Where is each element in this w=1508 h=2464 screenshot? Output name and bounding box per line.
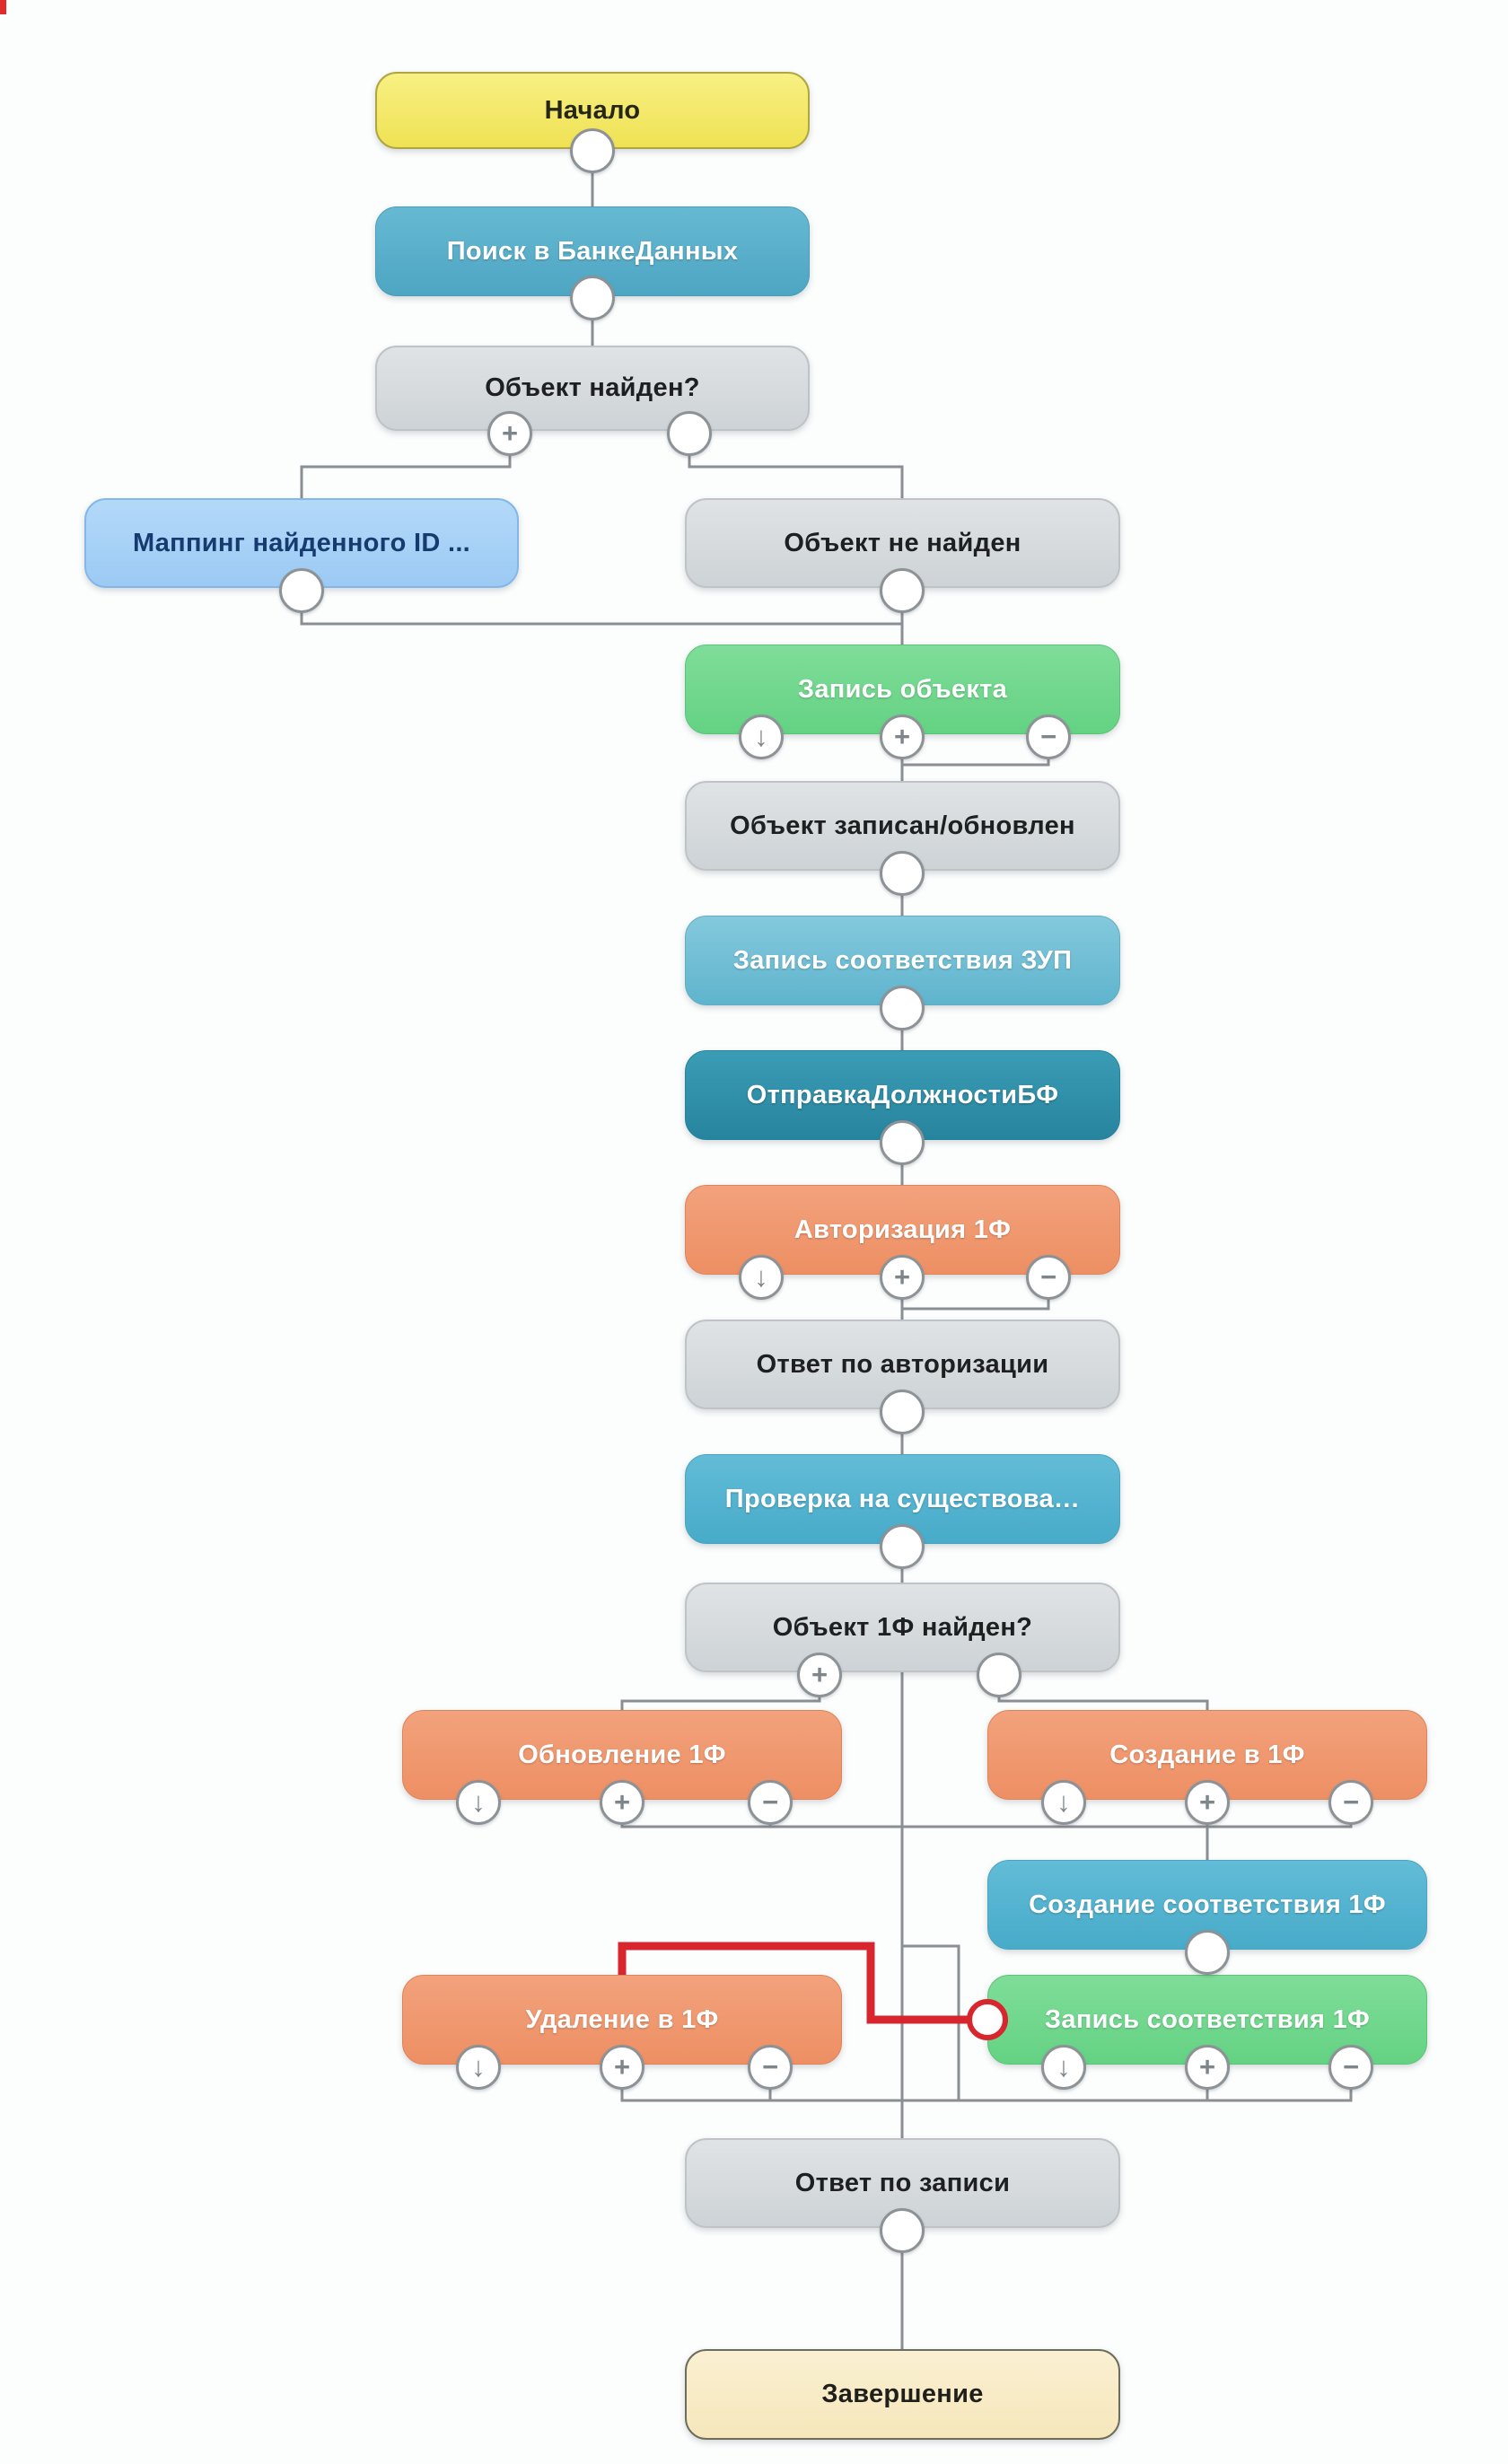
port-else-object-1f-found[interactable] — [977, 1653, 1021, 1697]
port-next-delete-1f[interactable]: ↓ — [456, 2045, 501, 2090]
port-out-create-match-1f[interactable] — [1185, 1930, 1230, 1975]
minus-icon: − — [1039, 720, 1057, 752]
node-label: Запись соответствия 1Ф — [1044, 2004, 1371, 2034]
edge — [902, 1944, 960, 2100]
edge — [620, 1675, 821, 1710]
port-out-start[interactable] — [570, 128, 615, 173]
arrow-down-icon: ↓ — [1056, 1785, 1071, 1818]
node-search-bankdata[interactable]: Поиск в БанкеДанных — [375, 206, 810, 296]
port-success-write-match-1f[interactable]: + — [1185, 2045, 1230, 2090]
node-label: Маппинг найденного ID ... — [132, 528, 471, 557]
arrow-down-icon: ↓ — [1056, 2050, 1071, 2083]
node-label: Ответ по авторизации — [756, 1349, 1049, 1379]
edge — [997, 1675, 1209, 1710]
node-write-zup-match[interactable]: Запись соответствия ЗУП — [685, 916, 1120, 1005]
port-out-search[interactable] — [570, 276, 615, 320]
edge — [300, 434, 512, 498]
port-error-write-match-1f[interactable]: − — [1328, 2045, 1373, 2090]
port-next-auth-1f[interactable]: ↓ — [739, 1255, 784, 1300]
node-object-1f-found-condition[interactable]: Объект 1Ф найден? — [685, 1583, 1120, 1672]
port-error-create-1f[interactable]: − — [1328, 1780, 1373, 1825]
minus-icon: − — [1342, 2050, 1360, 2083]
plus-icon: + — [613, 2050, 631, 2083]
plus-icon: + — [613, 1785, 631, 1818]
port-success-create-1f[interactable]: + — [1185, 1780, 1230, 1825]
node-label: Создание в 1Ф — [1109, 1740, 1305, 1769]
node-label: Объект 1Ф найден? — [772, 1612, 1033, 1642]
node-label: Начало — [544, 95, 641, 125]
minus-icon: − — [1342, 1785, 1360, 1818]
minus-icon: − — [761, 2050, 779, 2083]
node-label: Поиск в БанкеДанных — [446, 236, 739, 266]
port-out-object-written[interactable] — [880, 851, 925, 896]
node-label: Создание соответствия 1Ф — [1029, 1890, 1386, 1919]
port-success-update-1f[interactable]: + — [600, 1780, 644, 1825]
arrow-down-icon: ↓ — [754, 1260, 768, 1293]
port-out-send-position-bf[interactable] — [880, 1120, 925, 1165]
node-label: Объект записан/обновлен — [730, 811, 1075, 840]
port-error-delete-1f[interactable]: − — [748, 2045, 793, 2090]
port-next-write-match-1f[interactable]: ↓ — [1041, 2045, 1086, 2090]
node-object-found-condition[interactable]: Объект найден? — [375, 346, 810, 431]
node-finish[interactable]: Завершение — [685, 2349, 1120, 2440]
node-label: Проверка на существова… — [724, 1484, 1081, 1513]
edge — [688, 434, 904, 498]
port-error-auth-1f[interactable]: − — [1026, 1255, 1071, 1300]
highlighted-connection-endpoint[interactable] — [967, 1999, 1008, 2040]
arrow-down-icon: ↓ — [471, 1785, 486, 1818]
port-out-auth-response[interactable] — [880, 1390, 925, 1434]
plus-icon: + — [811, 1658, 829, 1690]
edge — [620, 2067, 1353, 2102]
port-error-update-1f[interactable]: − — [748, 1780, 793, 1825]
port-success-auth-1f[interactable]: + — [880, 1255, 925, 1300]
node-label: ОтправкаДолжностиБФ — [746, 1080, 1059, 1109]
plus-icon: + — [1198, 1785, 1216, 1818]
node-label: Объект не найден — [784, 528, 1021, 557]
screen-edge-artifact — [0, 0, 6, 14]
minus-icon: − — [1039, 1260, 1057, 1293]
highlighted-connector[interactable] — [618, 1942, 969, 2024]
arrow-down-icon: ↓ — [754, 720, 768, 752]
port-out-mapping[interactable] — [279, 568, 324, 613]
arrow-down-icon: ↓ — [471, 2050, 486, 2083]
port-else-object-found[interactable] — [667, 411, 712, 456]
node-label: Обновление 1Ф — [518, 1740, 726, 1769]
port-success-object-found[interactable]: + — [487, 411, 532, 456]
edge — [620, 1802, 1353, 1828]
node-label: Завершение — [821, 2380, 984, 2408]
node-label: Ответ по записи — [794, 2168, 1011, 2197]
node-label: Авторизация 1Ф — [793, 1214, 1012, 1244]
port-success-object-1f-found[interactable]: + — [797, 1653, 842, 1697]
plus-icon: + — [893, 1260, 911, 1293]
port-out-check-existence[interactable] — [880, 1524, 925, 1569]
port-next-update-1f[interactable]: ↓ — [456, 1780, 501, 1825]
node-label: Удаление в 1Ф — [525, 2004, 719, 2034]
plus-icon: + — [893, 720, 911, 752]
plus-icon: + — [501, 417, 519, 449]
node-label: Запись объекта — [797, 674, 1008, 704]
port-out-object-not-found[interactable] — [880, 568, 925, 613]
node-send-position-bf[interactable]: ОтправкаДолжностиБФ — [685, 1050, 1120, 1140]
plus-icon: + — [1198, 2050, 1216, 2083]
port-out-write-response[interactable] — [880, 2208, 925, 2253]
edge — [300, 591, 902, 626]
port-out-write-zup-match[interactable] — [880, 986, 925, 1030]
port-success-delete-1f[interactable]: + — [600, 2045, 644, 2090]
node-label: Запись соответствия ЗУП — [732, 945, 1073, 975]
node-label: Объект найден? — [485, 373, 700, 402]
port-error-write-object[interactable]: − — [1026, 715, 1071, 759]
minus-icon: − — [761, 1785, 779, 1818]
port-success-write-object[interactable]: + — [880, 715, 925, 759]
port-next-write-object[interactable]: ↓ — [739, 715, 784, 759]
port-next-create-1f[interactable]: ↓ — [1041, 1780, 1086, 1825]
